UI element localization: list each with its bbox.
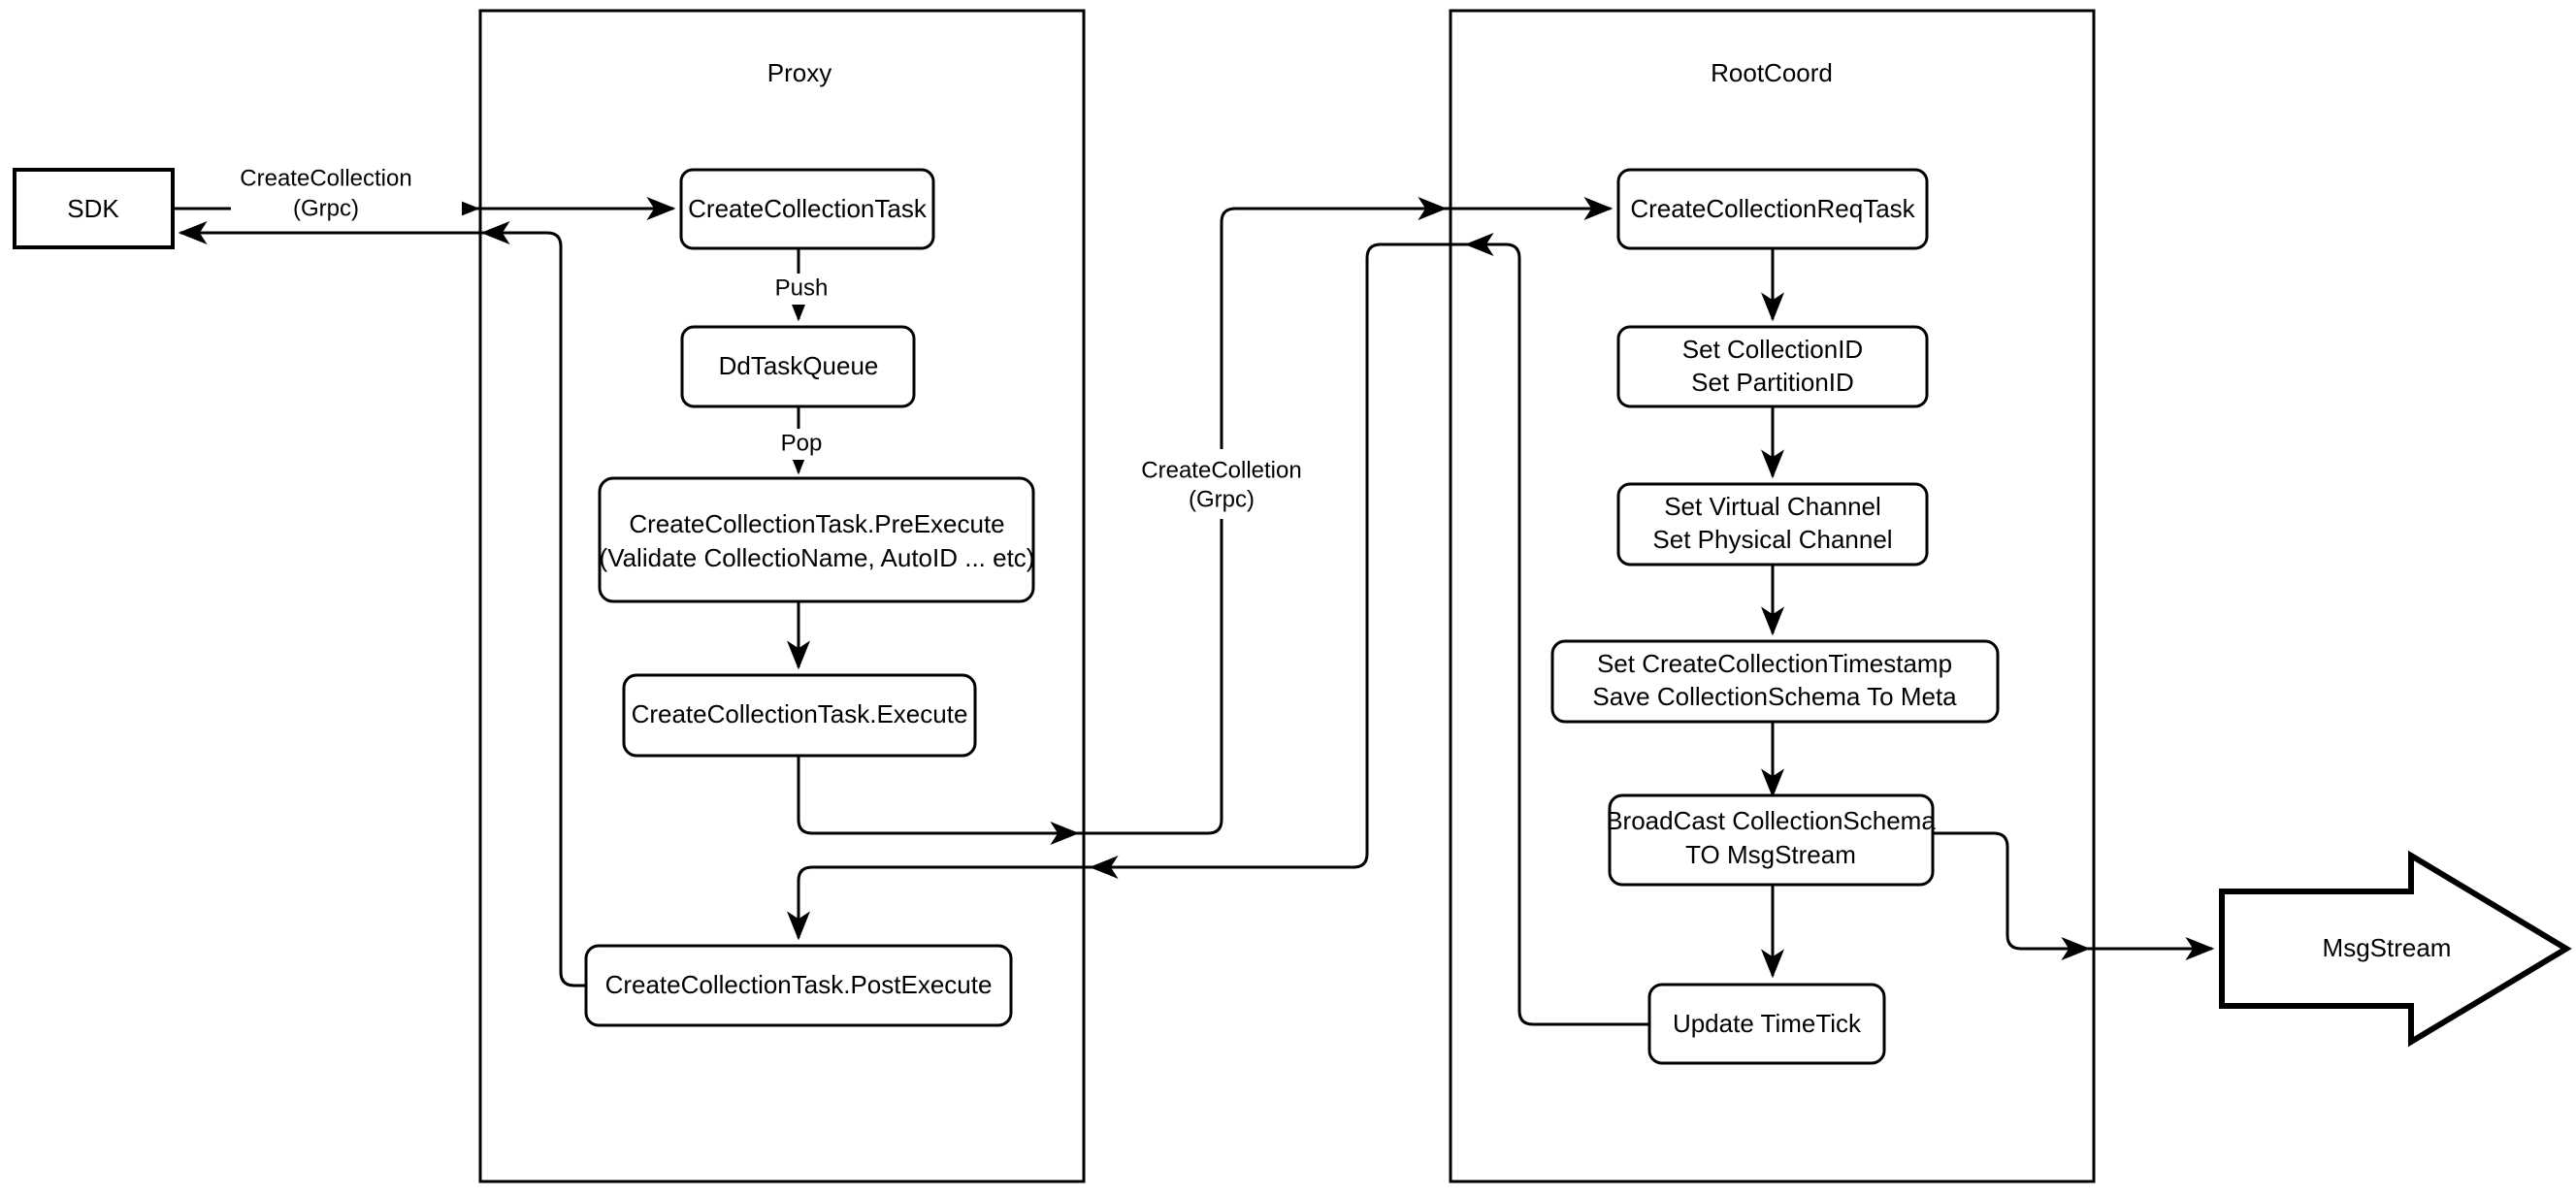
set-ids-box[interactable] [1616,325,1929,408]
edge-label-push: Push [766,274,838,305]
node-sdk[interactable]: SDK [13,168,175,249]
edge-broadcast-to-msgstream [1933,831,2215,960]
node-set-ids[interactable]: Set CollectionID Set PartitionID [1616,325,1929,408]
msgstream-arrow-shape[interactable] [2219,850,2572,1048]
sdk-label: SDK [67,194,119,223]
set-channels-box[interactable] [1616,482,1929,566]
proxy-container-rect [478,9,1086,1183]
rootcoord-container-rect [1449,9,2096,1183]
proxy-to-rootcoord-label-line1: CreateColletion [1141,457,1301,483]
create-collection-task-box[interactable] [679,168,935,250]
container-rootcoord: RootCoord [1449,9,2096,1183]
post-execute-label: CreateCollectionTask.PostExecute [605,970,993,999]
node-broadcast[interactable]: BroadCast CollectionSchema TO MsgStream [1606,793,1936,887]
broadcast-label-line2: TO MsgStream [1685,840,1856,869]
execute-label: CreateCollectionTask.Execute [632,699,968,728]
container-proxy: Proxy [478,9,1086,1183]
push-label: Push [775,275,829,301]
node-set-timestamp[interactable]: Set CreateCollectionTimestamp Save Colle… [1550,639,2000,724]
set-ids-label-line2: Set PartitionID [1691,368,1854,397]
node-dd-task-queue[interactable]: DdTaskQueue [680,325,916,408]
node-create-collection-task[interactable]: CreateCollectionTask [679,168,935,250]
node-msgstream[interactable]: MsgStream [2219,850,2572,1048]
sdk-label-backdrop [231,158,462,228]
post-execute-box[interactable] [584,944,1013,1027]
edge-post-execute-to-sdk [178,221,586,987]
grpc-label-backdrop [1131,449,1316,519]
pop-label: Pop [781,430,823,456]
set-channels-label-line2: Set Physical Channel [1652,525,1892,554]
sdk-to-proxy-label-line1: CreateCollection [240,165,411,191]
msgstream-label: MsgStream [2323,933,2452,962]
node-pre-execute[interactable]: CreateCollectionTask.PreExecute (Validat… [598,476,1035,603]
pop-label-backdrop [771,429,833,460]
update-timetick-box[interactable] [1647,983,1886,1065]
node-execute[interactable]: CreateCollectionTask.Execute [622,673,977,758]
set-timestamp-box[interactable] [1550,639,2000,724]
node-create-collection-req-task[interactable]: CreateCollectionReqTask [1616,168,1929,250]
set-channels-label-line1: Set Virtual Channel [1664,492,1881,521]
set-timestamp-label-line1: Set CreateCollectionTimestamp [1597,649,1952,678]
edge-execute-to-rootcoord [797,197,1614,835]
set-ids-label-line1: Set CollectionID [1682,335,1863,364]
proxy-container-title: Proxy [767,58,831,87]
node-set-channels[interactable]: Set Virtual Channel Set Physical Channel [1616,482,1929,566]
sdk-box[interactable] [13,168,175,249]
proxy-to-rootcoord-label-line2: (Grpc) [1189,486,1255,512]
dd-task-queue-box[interactable] [680,325,916,408]
broadcast-box[interactable] [1608,793,1935,887]
broadcast-label-line1: BroadCast CollectionSchema [1606,806,1936,835]
create-collection-req-task-box[interactable] [1616,168,1929,250]
execute-box[interactable] [622,673,977,758]
create-collection-task-label: CreateCollectionTask [688,194,928,223]
node-post-execute[interactable]: CreateCollectionTask.PostExecute [584,944,1013,1027]
sdk-to-proxy-label-line2: (Grpc) [293,195,359,221]
node-update-timetick[interactable]: Update TimeTick [1647,983,1886,1065]
pre-execute-box[interactable] [598,476,1035,603]
push-label-backdrop [766,274,838,305]
rootcoord-container-title: RootCoord [1711,58,1833,87]
edge-label-sdk-to-proxy: CreateCollection (Grpc) [231,158,462,228]
set-timestamp-label-line2: Save CollectionSchema To Meta [1592,682,1957,711]
edge-label-proxy-to-rootcoord: CreateColletion (Grpc) [1131,449,1316,519]
pre-execute-label-line2: (Validate CollectioName, AutoID ... etc) [600,543,1035,572]
dd-task-queue-label: DdTaskQueue [719,351,879,380]
edge-label-pop: Pop [771,429,833,460]
edge-rootcoord-to-post-execute [787,243,1649,1026]
pre-execute-label-line1: CreateCollectionTask.PreExecute [629,509,1004,538]
update-timetick-label: Update TimeTick [1673,1009,1862,1038]
create-collection-req-task-label: CreateCollectionReqTask [1630,194,1915,223]
